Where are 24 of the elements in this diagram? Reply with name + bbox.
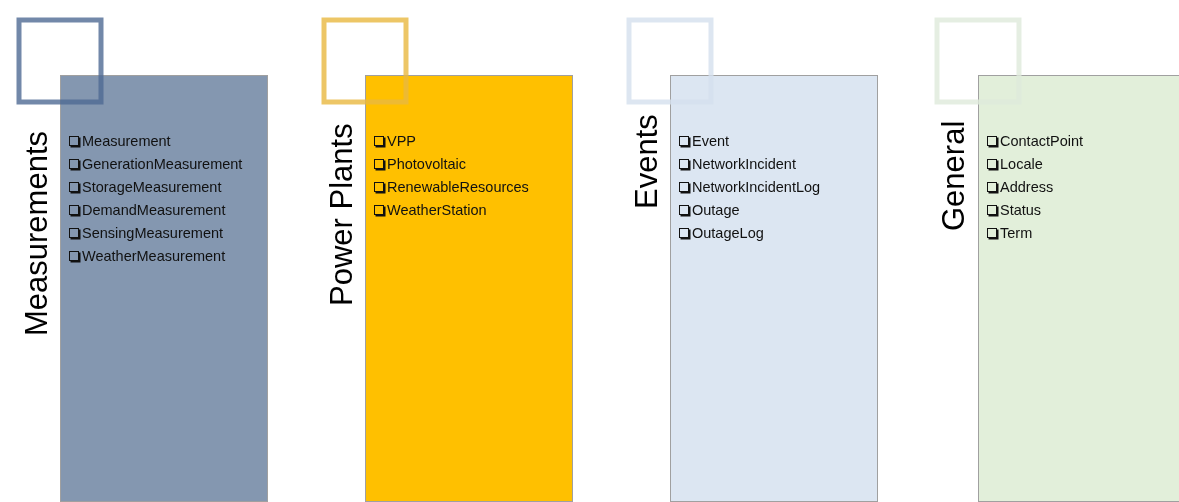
list-item-text: VPP xyxy=(387,132,416,151)
list-item-text: NetworkIncidentLog xyxy=(692,178,821,197)
list-item-text: Measurement xyxy=(82,132,171,151)
list-item-text: Address xyxy=(1000,178,1054,197)
list-item-text: Event xyxy=(692,132,730,151)
column-heading: Measurements xyxy=(19,130,55,336)
column-heading: General xyxy=(936,120,972,231)
list-item-text: Status xyxy=(1000,201,1042,220)
list-item-text: SensingMeasurement xyxy=(82,224,224,243)
list-item-text: RenewableResources xyxy=(387,178,529,197)
list-item-text: NetworkIncident xyxy=(692,155,796,174)
list-item-text: Locale xyxy=(1000,155,1043,174)
list-item-text: OutageLog xyxy=(692,224,764,243)
list-item-text: ContactPoint xyxy=(1000,132,1084,151)
list-item-text: DemandMeasurement xyxy=(82,201,226,220)
list-item-text: WeatherMeasurement xyxy=(82,247,226,266)
list-item-text: StorageMeasurement xyxy=(82,178,222,197)
column-heading: Events xyxy=(629,114,665,209)
list-item-text: Outage xyxy=(692,201,740,220)
list-item-text: WeatherStation xyxy=(387,201,487,220)
list-item-text: Photovoltaic xyxy=(387,155,466,174)
list-item-text: Term xyxy=(1000,224,1033,243)
list-item-text: GenerationMeasurement xyxy=(82,155,243,174)
column-heading: Power Plants xyxy=(324,123,360,306)
